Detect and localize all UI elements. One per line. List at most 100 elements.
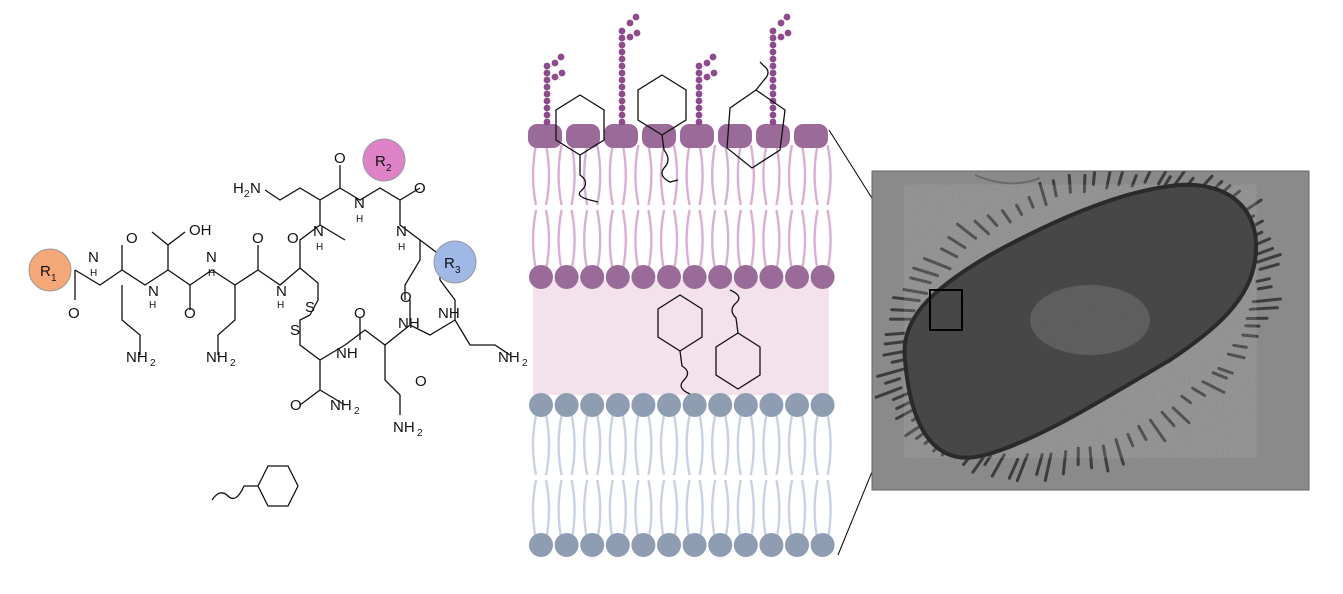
- fimbria: [1051, 179, 1058, 198]
- lipid-head: [657, 533, 681, 557]
- lps-bead: [543, 83, 551, 91]
- lps-bead: [769, 83, 777, 91]
- fimbria: [939, 247, 959, 259]
- r-group-label: R: [444, 255, 455, 272]
- lipid-tail: [762, 144, 768, 206]
- atom-nh: NH: [398, 315, 420, 332]
- lipid-head: [708, 533, 733, 557]
- lipid-tail: [800, 479, 807, 541]
- lps-bead: [695, 83, 703, 91]
- lipid-tail: [826, 144, 832, 206]
- lps-bead: [769, 69, 777, 77]
- fimbria: [1241, 333, 1259, 338]
- outer-leaflet-heads: [528, 124, 828, 148]
- lps-head: [718, 124, 752, 148]
- lps-bead: [769, 48, 777, 56]
- lipid-tail: [724, 479, 730, 541]
- lipid-tail: [813, 479, 819, 541]
- atom-h: H: [398, 242, 405, 253]
- lipid-tail: [634, 414, 640, 476]
- fimbria: [1105, 171, 1112, 190]
- fimbria: [1251, 297, 1282, 304]
- fimbria: [909, 276, 932, 285]
- lps-bead: [769, 90, 777, 98]
- lipid-tail: [749, 144, 755, 206]
- lps-bead: [695, 76, 703, 84]
- lps-bead: [618, 48, 626, 56]
- atom-n: N: [276, 283, 287, 300]
- lipid-head: [759, 393, 784, 417]
- lps-bead: [618, 118, 626, 126]
- lipid-tail: [698, 144, 704, 206]
- lipid-tail: [698, 414, 704, 476]
- amine-sub: 2: [417, 428, 423, 439]
- lipid-tail: [711, 414, 717, 476]
- lipid-tail: [724, 209, 730, 271]
- lipid-tail: [826, 209, 832, 271]
- lipid-tail: [800, 144, 807, 206]
- lipid-tail: [621, 479, 627, 541]
- fimbria: [1180, 394, 1193, 405]
- lipid-tail: [621, 144, 627, 206]
- lps-bead: [769, 118, 777, 126]
- lipid-tail: [608, 414, 614, 476]
- lipid-tail: [724, 414, 730, 476]
- lipid-head: [733, 533, 758, 557]
- lps-bead: [551, 59, 559, 67]
- lps-bead: [618, 69, 626, 77]
- fimbria: [890, 357, 907, 364]
- lps-bead: [695, 69, 703, 77]
- lipid-tail: [762, 479, 768, 541]
- fimbria: [1148, 418, 1167, 443]
- inner-membrane-top-heads: [529, 393, 835, 417]
- lps-bead: [543, 62, 551, 70]
- inserted-peptides: [555, 61, 786, 395]
- r-group-sub: 2: [386, 163, 392, 174]
- fimbria: [1160, 410, 1176, 428]
- outer-inner-leaflet-heads: [529, 265, 835, 289]
- lipid-head: [657, 393, 681, 417]
- lipid-tail: [570, 479, 576, 541]
- lps-bead: [618, 27, 626, 35]
- fimbria: [1117, 171, 1125, 187]
- fimbria: [955, 222, 978, 240]
- lps-head: [604, 124, 638, 148]
- atom-h: H: [90, 268, 97, 279]
- fimbria: [1211, 371, 1228, 380]
- lipid-tail: [608, 209, 614, 271]
- lipid-head: [759, 533, 784, 557]
- fimbria: [990, 453, 1006, 478]
- fimbria: [947, 235, 967, 250]
- fimbria: [883, 340, 907, 346]
- amine-sub: 2: [230, 358, 236, 369]
- lipid-head: [580, 265, 605, 289]
- lipid-head: [682, 533, 707, 557]
- lipid-tail: [787, 414, 794, 476]
- lipid-tail: [596, 479, 602, 541]
- amine-nh2: NH: [393, 419, 415, 436]
- amine-h2n-sub: 2: [244, 189, 250, 200]
- lps-bead: [695, 62, 703, 70]
- lipid-tail: [698, 209, 704, 271]
- lipid-tail: [647, 479, 653, 541]
- fimbria: [1091, 171, 1097, 187]
- r-group-label: R: [40, 263, 51, 280]
- lipid-head: [554, 265, 579, 289]
- surface-fimbriae: [874, 171, 1282, 483]
- atom-s: S: [305, 299, 315, 316]
- atom-o: O: [334, 150, 346, 167]
- lps-bead: [777, 33, 785, 41]
- lps-bead: [769, 76, 777, 84]
- fimbria: [1035, 453, 1044, 476]
- lipid-tail: [647, 414, 653, 476]
- lps-bead: [543, 111, 551, 119]
- lipid-tail: [787, 479, 794, 541]
- lipid-tail: [544, 144, 551, 206]
- lipid-tail: [736, 144, 742, 206]
- micrograph-frame: [871, 170, 1310, 491]
- atom-n: N: [396, 223, 407, 240]
- lps-bead: [618, 97, 626, 105]
- lipid-tail: [596, 144, 602, 206]
- lipid-tail: [531, 209, 538, 271]
- lipid-tail: [596, 209, 602, 271]
